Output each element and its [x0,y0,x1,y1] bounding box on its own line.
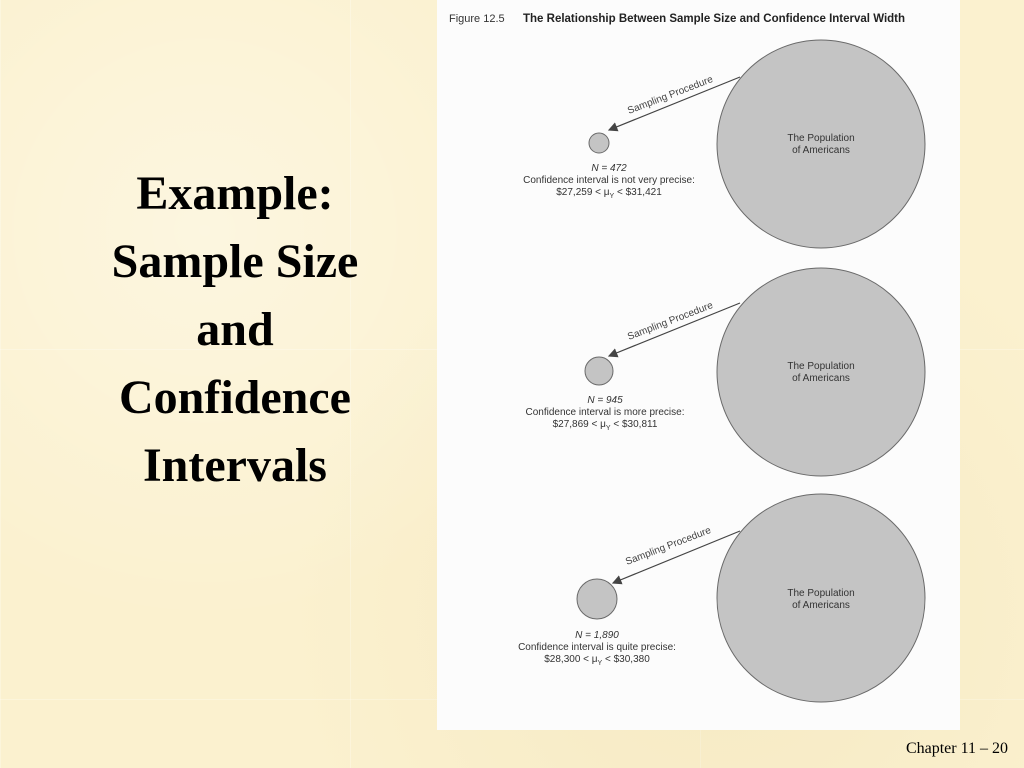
sampling-procedure-label: Sampling Procedure [626,74,715,117]
title-line-4: Confidence [119,371,351,424]
slide-title: Example: Sample Size and Confidence Inte… [60,160,410,500]
figure-title: The Relationship Between Sample Size and… [523,13,905,25]
precision-label: Confidence interval is quite precise: [518,642,676,653]
sampling-arrow [611,530,741,585]
sample-size-label: N = 472 [591,163,627,174]
figure-diagram: Figure 12.5 The Relationship Between Sam… [449,13,926,703]
title-line-3: and [196,303,274,356]
precision-label: Confidence interval is more precise: [526,407,685,418]
panel-n-472: The Population of Americans Sampling Pro… [523,39,926,249]
sampling-arrow [607,76,741,132]
population-label-line2: of Americans [792,145,850,156]
slide-footer: Chapter 11 – 20 [905,740,1008,757]
population-label-line1: The Population [787,361,854,372]
population-label-line1: The Population [787,588,854,599]
population-label-line1: The Population [787,133,854,144]
population-circle [716,493,926,703]
interval-label: $28,300 < μY < $30,380 [544,654,650,667]
title-line-1: Example: [136,167,334,220]
sampling-arrow [607,302,741,358]
title-line-5: Intervals [143,439,327,492]
sample-size-label: N = 945 [587,395,623,406]
figure-panel: Figure 12.5 The Relationship Between Sam… [437,0,960,730]
panel-n-945: The Population of Americans Sampling Pro… [526,267,926,477]
population-circle [716,39,926,249]
sample-circle [576,578,618,620]
sample-circle [588,132,610,154]
population-label-line2: of Americans [792,600,850,611]
figure-number: Figure 12.5 [449,13,505,25]
title-line-2: Sample Size [111,235,359,288]
precision-label: Confidence interval is not very precise: [523,175,695,186]
panel-n-1890: The Population of Americans Sampling Pro… [518,493,926,703]
sample-circle [584,356,614,386]
interval-label: $27,259 < μY < $31,421 [556,187,662,200]
population-label-line2: of Americans [792,373,850,384]
interval-label: $27,869 < μY < $30,811 [553,419,658,432]
sampling-procedure-label: Sampling Procedure [624,525,713,568]
sample-size-label: N = 1,890 [575,630,619,641]
population-circle [716,267,926,477]
sampling-procedure-label: Sampling Procedure [626,300,715,343]
